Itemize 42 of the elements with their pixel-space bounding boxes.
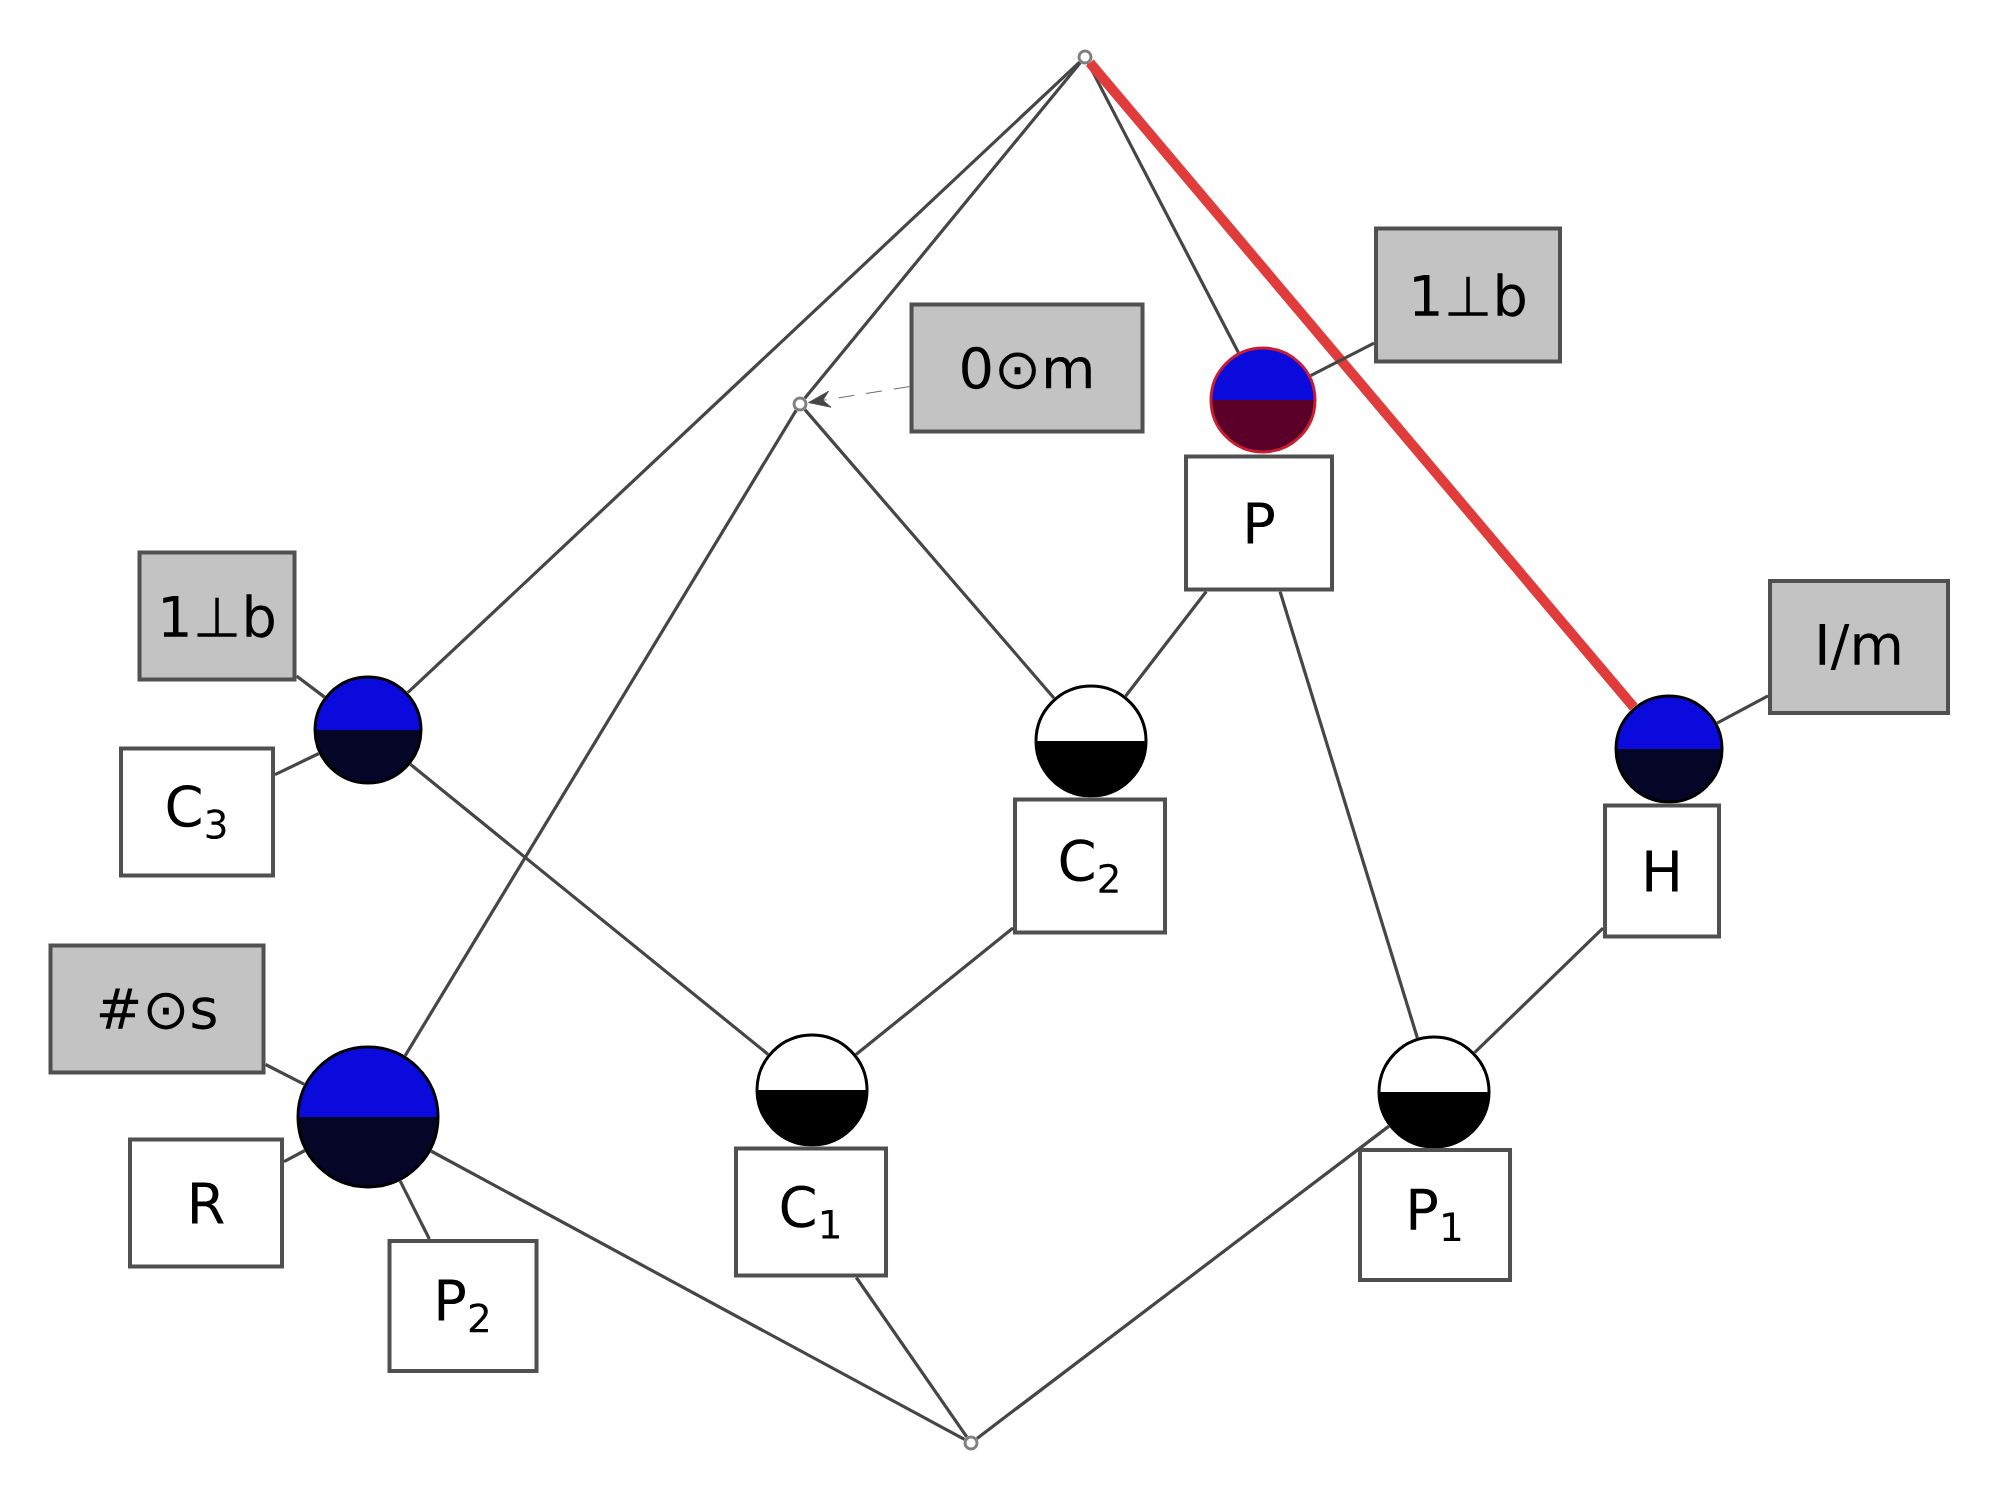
leader-line [283, 1149, 306, 1164]
lattice-line [855, 926, 1014, 1056]
object-label: P [1184, 454, 1334, 592]
lattice-line [1473, 926, 1605, 1054]
leader-line [264, 1063, 306, 1086]
lattice-line [1086, 59, 1638, 711]
attribute-label: #⊙s [48, 943, 266, 1075]
lattice-line [803, 408, 1056, 700]
object-label: P$_{1}$ [1358, 1148, 1512, 1282]
object-label: C$_{2}$ [1013, 797, 1167, 935]
object-label: C$_{3}$ [119, 746, 275, 878]
leader-line [274, 752, 320, 777]
attribute-label: I/m [1768, 579, 1951, 715]
lattice-line [430, 1149, 966, 1441]
attribute-label: 1⊥b [137, 550, 297, 682]
concept-circle [755, 1033, 869, 1147]
concept-circle [296, 1045, 440, 1189]
leader-line [808, 386, 910, 408]
concept-circle [313, 675, 423, 785]
attribute-label: 0⊙m [909, 302, 1145, 434]
lattice-line [1087, 62, 1240, 354]
lattice-line [403, 409, 798, 1057]
concept-circle [1034, 684, 1148, 798]
leader-line [1716, 694, 1769, 725]
object-label: P$_{2}$ [387, 1239, 539, 1373]
leader-line [1309, 341, 1375, 377]
object-label: C$_{1}$ [734, 1146, 888, 1278]
lattice-line [1278, 591, 1419, 1039]
concept-circle [1614, 694, 1724, 804]
object-label: R [128, 1137, 284, 1269]
attribute-label: 1⊥b [1374, 226, 1562, 364]
lattice-line [803, 61, 1082, 400]
leader-line [295, 674, 326, 699]
leader-line [398, 1180, 431, 1240]
concept-circle [1377, 1035, 1491, 1149]
object-label: H [1603, 803, 1721, 939]
lattice-line [976, 1124, 1390, 1440]
lattice-line [406, 60, 1081, 694]
lattice-line [409, 763, 770, 1056]
concept-circle [1209, 346, 1317, 454]
lattice-line [855, 1276, 969, 1438]
lattice-line [1124, 590, 1208, 698]
